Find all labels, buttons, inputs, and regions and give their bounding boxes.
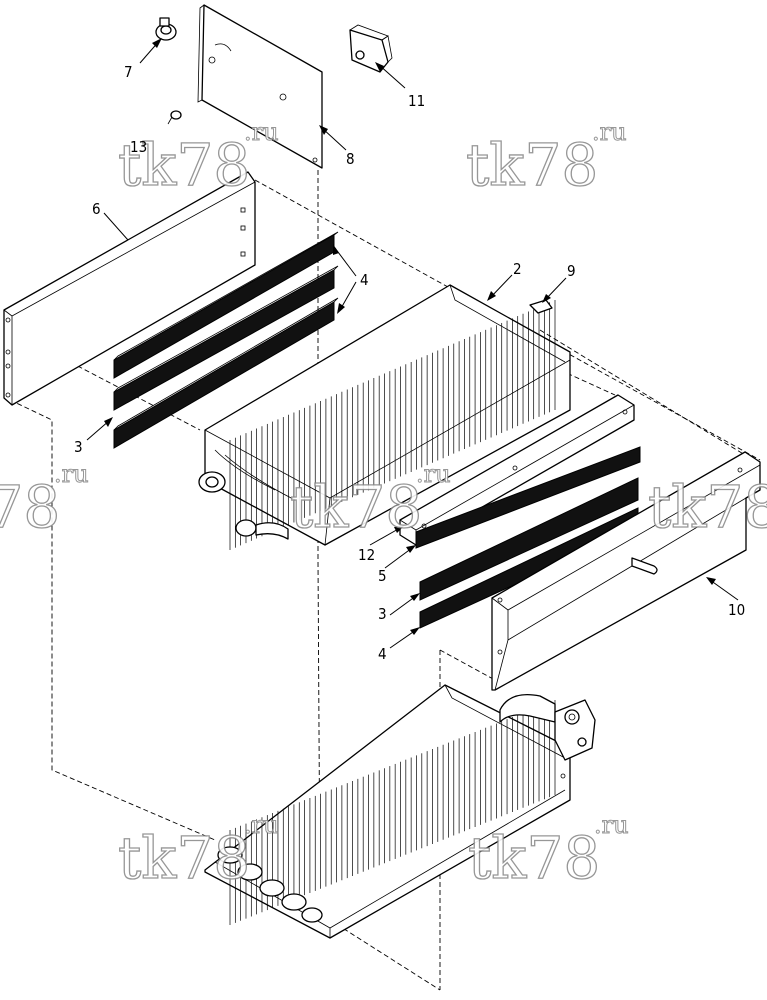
svg-text:tk78: tk78 xyxy=(466,131,598,199)
svg-text:.ru: .ru xyxy=(592,118,627,146)
callout-3: 3 xyxy=(74,438,83,456)
svg-text:tk78: tk78 xyxy=(290,473,422,541)
screw-13 xyxy=(167,110,182,125)
watermark: tk78 .ru xyxy=(117,811,279,893)
rail-12 xyxy=(399,394,635,546)
watermark: tk78 .ru xyxy=(0,460,89,542)
watermark: tk78 .ru xyxy=(289,460,451,542)
callout-labels: 7 11 13 8 6 4 2 9 3 12 5 10 3 4 xyxy=(74,63,745,663)
side-panel-6 xyxy=(3,171,256,406)
svg-text:.ru: .ru xyxy=(54,460,89,488)
seal-strips-lower xyxy=(415,446,641,629)
evaporator-coil-lower xyxy=(204,684,596,939)
clip-9 xyxy=(529,299,553,314)
callout-4: 4 xyxy=(360,271,369,289)
callout-11: 11 xyxy=(408,92,425,110)
callout-13: 13 xyxy=(130,138,147,156)
callout-4: 4 xyxy=(378,645,387,663)
callout-5: 5 xyxy=(378,567,387,585)
mounting-plate-8 xyxy=(197,4,323,169)
watermark: tk78 xyxy=(647,472,767,541)
svg-text:.ru: .ru xyxy=(244,811,279,839)
watermark: tk78 .ru xyxy=(117,118,279,200)
callout-10: 10 xyxy=(728,601,745,619)
switch-block-11 xyxy=(349,24,393,73)
callout-6: 6 xyxy=(92,200,101,218)
svg-text:tk78: tk78 xyxy=(648,473,767,541)
svg-text:.ru: .ru xyxy=(244,118,279,146)
svg-text:tk78: tk78 xyxy=(468,824,600,892)
watermark: tk78 .ru xyxy=(465,118,627,200)
svg-text:.ru: .ru xyxy=(594,811,629,839)
svg-text:.ru: .ru xyxy=(416,460,451,488)
svg-text:tk78: tk78 xyxy=(118,131,250,199)
watermark: tk78 .ru xyxy=(467,811,629,893)
callout-2: 2 xyxy=(513,260,522,278)
svg-text:tk78: tk78 xyxy=(0,473,60,541)
callout-9: 9 xyxy=(567,262,576,280)
watermarks: tk78 .ru tk78 .ru tk78 .ru tk78 .ru tk78… xyxy=(0,118,767,893)
callout-7: 7 xyxy=(124,63,133,81)
callout-8: 8 xyxy=(346,150,355,168)
grommet-7 xyxy=(155,17,177,41)
heater-coil-2 xyxy=(198,284,571,550)
callout-12: 12 xyxy=(358,546,375,564)
callout-3: 3 xyxy=(378,605,387,623)
svg-text:tk78: tk78 xyxy=(118,824,250,892)
seal-strips-upper xyxy=(113,231,339,449)
leader-lines xyxy=(86,38,739,649)
side-panel-10 xyxy=(491,451,761,691)
